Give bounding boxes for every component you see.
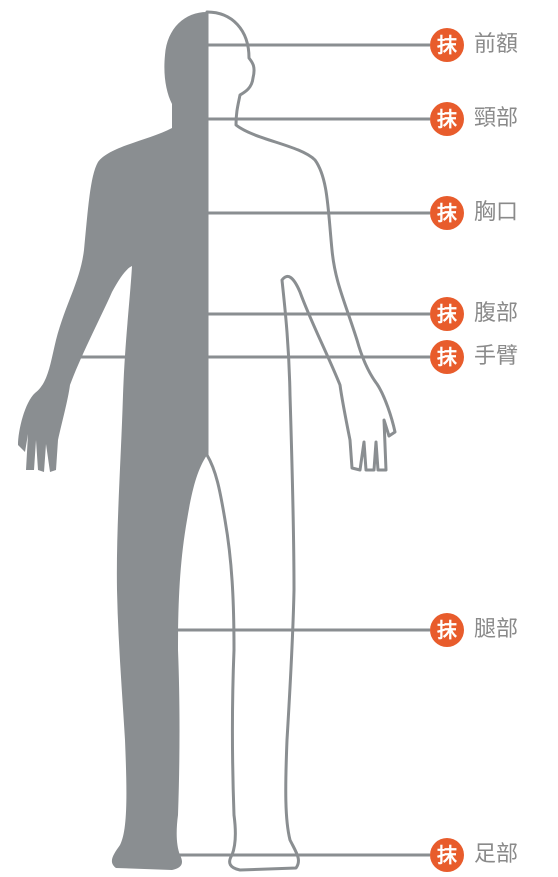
badge-icon: 抹	[430, 340, 464, 374]
annotation-leg: 抹 腿部	[430, 613, 518, 647]
badge-icon: 抹	[430, 28, 464, 62]
annotation-forehead: 抹 前額	[430, 28, 518, 62]
badge-icon: 抹	[430, 102, 464, 136]
body-silhouette-left-half	[18, 12, 207, 870]
annotation-label: 手臂	[474, 344, 519, 369]
annotation-label: 腿部	[474, 617, 519, 642]
annotation-label: 腹部	[474, 301, 519, 326]
badge-icon: 抹	[430, 196, 464, 230]
annotation-neck: 抹 頸部	[430, 102, 518, 136]
annotation-abdomen: 抹 腹部	[430, 297, 518, 331]
annotation-label: 胸口	[474, 200, 519, 225]
annotation-label: 頸部	[474, 106, 519, 131]
body-outline-right-half	[205, 10, 397, 872]
badge-icon: 抹	[430, 838, 464, 872]
badge-icon: 抹	[430, 297, 464, 331]
annotation-chest: 抹 胸口	[430, 196, 518, 230]
badge-icon: 抹	[430, 613, 464, 647]
annotation-label: 足部	[474, 842, 519, 867]
annotation-arm: 抹 手臂	[430, 340, 518, 374]
annotation-label: 前額	[474, 32, 519, 57]
annotation-foot: 抹 足部	[430, 838, 518, 872]
